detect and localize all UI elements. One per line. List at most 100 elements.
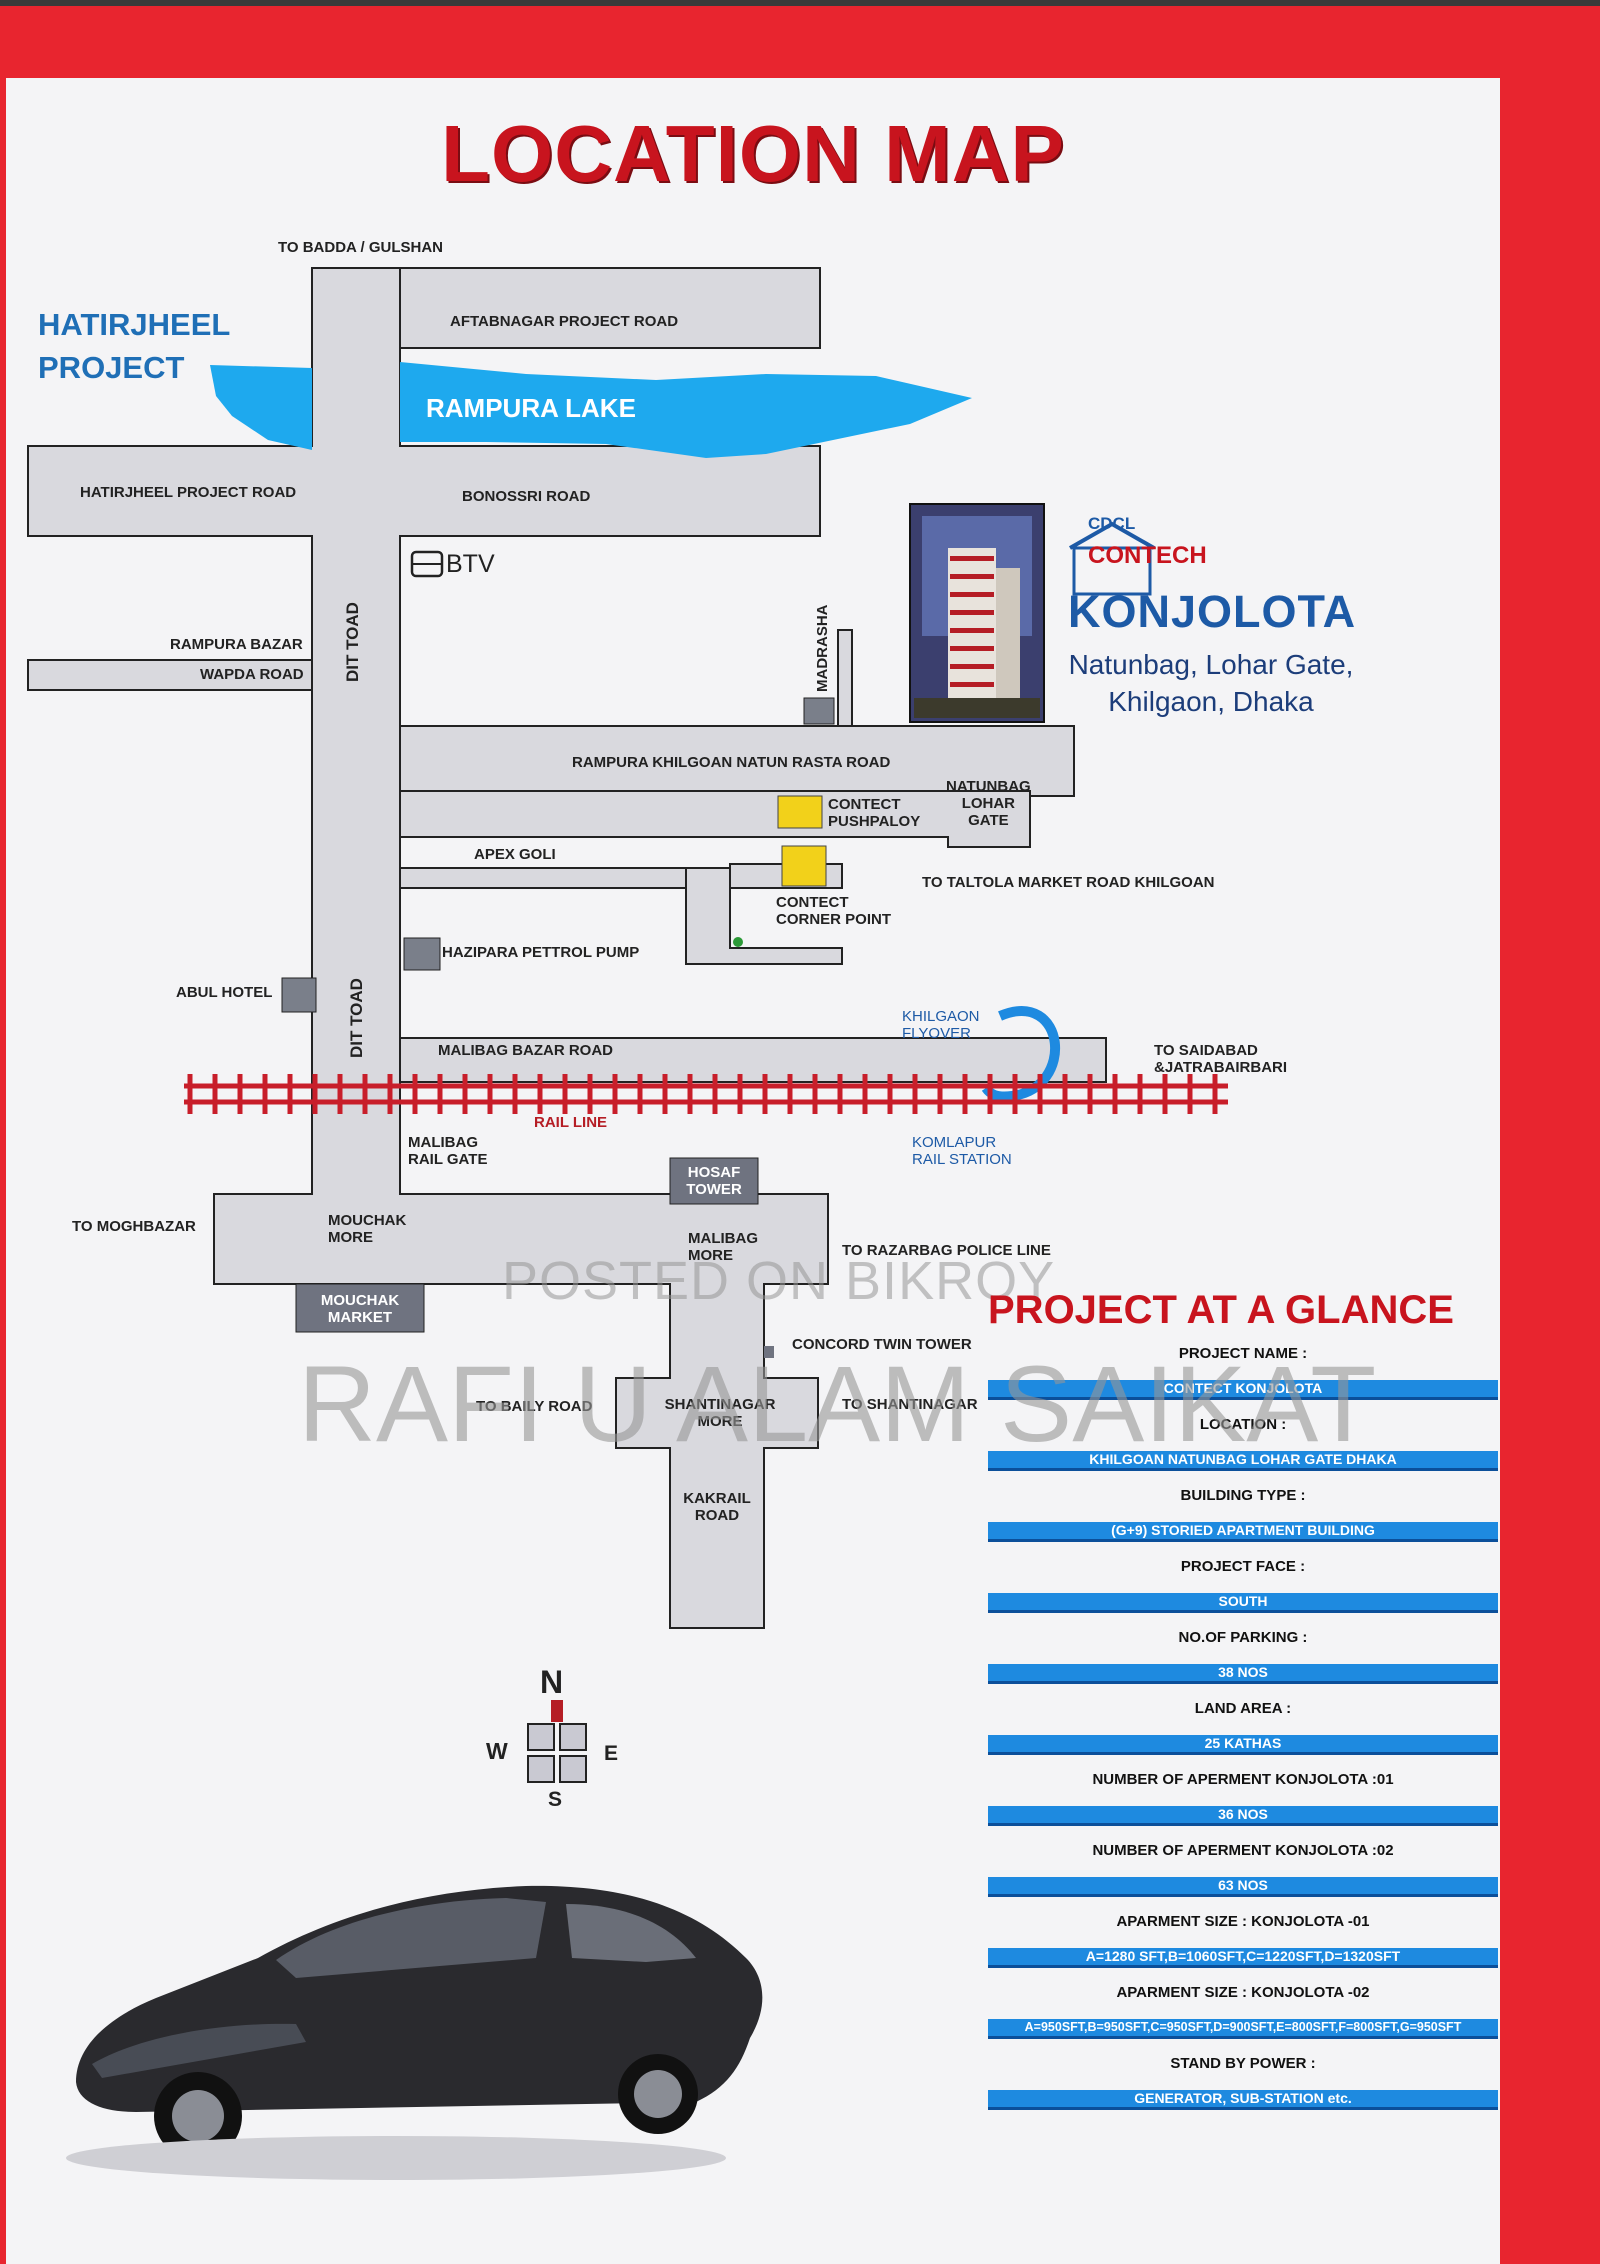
road-apex-bottom xyxy=(685,947,843,965)
glance-heading: PROJECT AT A GLANCE xyxy=(988,1288,1454,1332)
label-kakrail-road: KAKRAIL ROAD xyxy=(683,1490,751,1524)
label-hazipara: HAZIPARA PETTROL PUMP xyxy=(442,944,640,961)
road-pushpaloy xyxy=(399,790,949,838)
glance-fact-label: PROJECT FACE : xyxy=(1180,1558,1306,1575)
label-malibag-rail-gate: MALIBAG RAIL GATE xyxy=(408,1134,488,1168)
label-apex-goli: APEX GOLI xyxy=(474,846,556,863)
hazipara-marker xyxy=(403,937,441,971)
glance-fact: BUILDING TYPE : (G+9) STORIED APARTMENT B… xyxy=(988,1486,1498,1542)
madrasha-marker xyxy=(803,697,835,725)
abul-hotel-marker xyxy=(281,977,317,1013)
label-to-baily-road: TO BAILY ROAD xyxy=(476,1398,593,1415)
page-title: LOCATION MAP xyxy=(441,109,1065,198)
label-hatirjheel-road: HATIRJHEEL PROJECT ROAD xyxy=(80,484,297,501)
car-image xyxy=(66,1885,763,2180)
label-malibag-more: MALIBAG MORE xyxy=(688,1230,758,1264)
label-aftabnagar-road: AFTABNAGAR PROJECT ROAD xyxy=(450,313,679,330)
label-malibag-bazar-road: MALIBAG BAZAR ROAD xyxy=(438,1042,613,1059)
glance-fact-value: 38 NOS xyxy=(988,1664,1498,1684)
pushpaloy-marker xyxy=(777,795,823,829)
rampura-lake-water xyxy=(400,362,972,458)
label-contect-corner-point: CONTECT CORNER POINT xyxy=(776,894,892,928)
label-abul-hotel: ABUL HOTEL xyxy=(176,984,273,1001)
label-khilgaon-flyover: KHILGAON FLYOVER xyxy=(902,1008,980,1042)
glance-fact-value: KHILGOAN NATUNBAG LOHAR GATE DHAKA xyxy=(988,1451,1498,1471)
glance-fact-label: NO.OF PARKING : xyxy=(1178,1629,1308,1646)
road-hatirjheel xyxy=(27,445,821,537)
label-hosaf-tower: HOSAF TOWER xyxy=(686,1164,742,1198)
glance-fact-label: APARMENT SIZE : KONJOLOTA -01 xyxy=(1116,1913,1370,1930)
glance-fact-value: A=1280 SFT,B=1060SFT,C=1220SFT,D=1320SFT xyxy=(988,1948,1498,1968)
label-dit-road-upper: DIT TOAD xyxy=(343,602,362,682)
glance-fact: PROJECT FACE : SOUTH xyxy=(988,1557,1498,1613)
road-apex-goli xyxy=(399,867,731,889)
glance-fact-value: A=950SFT,B=950SFT,C=950SFT,D=900SFT,E=80… xyxy=(988,2019,1498,2039)
concord-marker xyxy=(764,1346,774,1358)
watermark-author: RAFI U ALAM SAIKAT xyxy=(298,1343,1377,1464)
glance-fact: NO.OF PARKING : 38 NOS xyxy=(988,1628,1498,1684)
corner-point-marker xyxy=(781,845,827,887)
glance-fact-label: APARMENT SIZE : KONJOLOTA -02 xyxy=(1116,1984,1370,2001)
label-natun-rasta-road: RAMPURA KHILGOAN NATUN RASTA ROAD xyxy=(572,754,891,771)
glance-fact-label: LOCATION : xyxy=(1199,1416,1287,1433)
glance-fact-value: (G+9) STORIED APARTMENT BUILDING xyxy=(988,1522,1498,1542)
building-photo xyxy=(909,503,1045,723)
btv-label: BTV xyxy=(446,550,495,578)
compass-west: W xyxy=(486,1738,508,1764)
label-bonossri-road: BONOSSRI ROAD xyxy=(462,488,591,505)
rampura-lake-label: RAMPURA LAKE xyxy=(426,393,636,423)
location-dot xyxy=(733,937,743,947)
glance-fact-label: STAND BY POWER : xyxy=(1170,2055,1316,2072)
glance-fact-label: LAND AREA : xyxy=(1194,1700,1292,1717)
glance-fact: NUMBER OF APERMENT KONJOLOTA :01 36 NOS xyxy=(988,1770,1498,1826)
label-to-moghbazar: TO MOGHBAZAR xyxy=(72,1218,196,1235)
cdcl-logo-text: CDCL xyxy=(1088,514,1136,533)
road-mouchak xyxy=(213,1193,829,1285)
glance-fact-label: NUMBER OF APERMENT KONJOLOTA :01 xyxy=(1092,1771,1394,1788)
label-wapda-road: WAPDA ROAD xyxy=(200,666,304,683)
label-concord-twin-tower: CONCORD TWIN TOWER xyxy=(792,1336,972,1353)
hatirjheel-project-label: HATIRJHEEL PROJECT xyxy=(38,307,231,385)
hosaf-tower-marker xyxy=(669,1157,759,1205)
glance-fact-label: NUMBER OF APERMENT KONJOLOTA :02 xyxy=(1092,1842,1394,1859)
road-wapda xyxy=(27,659,313,691)
road-madrasha xyxy=(837,629,853,727)
glance-fact: LOCATION : KHILGOAN NATUNBAG LOHAR GATE D… xyxy=(988,1415,1498,1471)
compass-east: E xyxy=(604,1742,619,1765)
label-contect-pushpaloy: CONTECT PUSHPALOY xyxy=(828,796,921,830)
label-mouchak-more: MOUCHAK MORE xyxy=(328,1212,407,1246)
label-natunbag-lohar-gate: NATUNBAG LOHAR GATE xyxy=(946,778,1031,829)
glance-fact-value: SOUTH xyxy=(988,1593,1498,1613)
compass-south: S xyxy=(548,1788,563,1811)
glance-fact-value: 36 NOS xyxy=(988,1806,1498,1826)
glance-fact-value: 63 NOS xyxy=(988,1877,1498,1897)
contech-logo-base xyxy=(1072,546,1152,596)
glance-fact-label: PROJECT NAME : xyxy=(1178,1345,1308,1362)
label-komlapur: KOMLAPUR RAIL STATION xyxy=(912,1134,1012,1168)
glance-fact-value: 25 KATHAS xyxy=(988,1735,1498,1755)
poster-sheet: LOCATION MAP TO BADDA / GULSHAN AFTABNAG… xyxy=(6,78,1500,2264)
label-mouchak-market: MOUCHAK MARKET xyxy=(320,1292,400,1326)
label-rail-line: RAIL LINE xyxy=(534,1114,608,1131)
top-edge xyxy=(0,0,1600,6)
label-to-saidabad: TO SAIDABAD &JATRABAIRBARI xyxy=(1154,1042,1288,1076)
compass-north: N xyxy=(540,1664,564,1700)
glance-fact-value: CONTECT KONJOLOTA xyxy=(988,1380,1498,1400)
glance-fact: NUMBER OF APERMENT KONJOLOTA :02 63 NOS xyxy=(988,1841,1498,1897)
label-shantinagar-more: SHANTINAGAR MORE xyxy=(664,1396,776,1430)
glance-fact: LAND AREA : 25 KATHAS xyxy=(988,1699,1498,1755)
hatirjheel-water xyxy=(210,365,312,450)
watermark-posted: POSTED ON BIKROY xyxy=(502,1251,1056,1311)
contech-logo-roof xyxy=(1069,521,1155,550)
contech-logo-text: CONTECH xyxy=(1088,542,1207,569)
label-rampura-bazar: RAMPURA BAZAR xyxy=(170,636,303,653)
label-madrasha: MADRASHA xyxy=(814,604,831,693)
road-lohar-gate xyxy=(947,790,1031,848)
glance-fact: PROJECT NAME : CONTECT KONJOLOTA xyxy=(988,1344,1498,1400)
label-taltola-road: TO TALTOLA MARKET ROAD KHILGOAN xyxy=(922,874,1215,891)
label-dit-road-lower: DIT TOAD xyxy=(347,978,366,1058)
label-to-shantinagar: TO SHANTINAGAR xyxy=(842,1396,978,1413)
glance-fact-label: BUILDING TYPE : xyxy=(1180,1487,1306,1504)
